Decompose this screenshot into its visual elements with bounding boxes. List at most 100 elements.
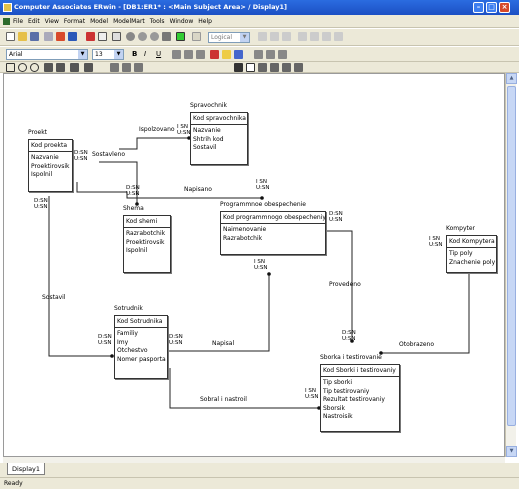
scroll-thumb[interactable] [507,86,516,426]
rounded-rect-tool-icon[interactable] [18,63,27,72]
bring-front-icon[interactable] [122,63,131,72]
relationship-label[interactable]: Otobrazeno [399,341,435,348]
cardinality-i: I SN [177,124,188,130]
line-tool-icon[interactable] [56,63,65,72]
non-identifying-rel-icon[interactable] [294,63,303,72]
font-name-dropdown[interactable]: Arial ▼ [6,49,88,60]
entity-box[interactable]: Kod shemi Razrabotchik Proektirovsik Isp… [123,215,171,273]
grid-icon[interactable] [254,50,263,59]
attribute: Familiy [117,330,138,337]
horizontal-scrollbar[interactable] [3,457,505,463]
print-icon[interactable] [44,32,53,41]
menu-tools[interactable]: Tools [149,18,165,25]
font-tool-icon[interactable] [110,63,119,72]
relationship-label[interactable]: Sostavil [42,294,66,301]
text-tool-icon[interactable] [70,63,79,72]
close-button[interactable]: × [499,2,510,13]
modelmart-icon[interactable] [322,32,331,41]
entity-spravochnik[interactable]: Spravochnik Kod spravochnika Nazvanie Sh… [190,102,248,165]
entity-sborka-i-testirovanie[interactable]: Sborka i testirovanie Kod Sborki i testi… [320,354,400,432]
sync-icon[interactable] [298,32,307,41]
align-center-icon[interactable] [184,50,193,59]
ellipse-tool-icon[interactable] [30,63,39,72]
open-icon[interactable] [18,32,27,41]
entity-proekt[interactable]: Proekt Kod proekta Nazvanie Proektirovsi… [28,129,73,192]
mart-save-icon[interactable] [334,32,343,41]
layout-icon[interactable] [266,50,275,59]
entity-box[interactable]: Kod Sborki i testirovaniy Tip sborki Tip… [320,364,400,432]
italic-button[interactable]: I [144,50,147,58]
entity-tool-icon[interactable] [246,63,255,72]
align-right-icon[interactable] [196,50,205,59]
subject-area-icon[interactable] [68,32,77,41]
color-icon[interactable] [176,32,185,41]
align-left-icon[interactable] [172,50,181,59]
new-icon[interactable] [6,32,15,41]
zoom-in-icon[interactable] [138,32,147,41]
entity-sotrudnik[interactable]: Sotrudnik Kod Sotrudnika Familiy Imy Otc… [114,305,168,379]
zoom-fit-icon[interactable] [126,32,135,41]
entity-kompyter[interactable]: Kompyter Kod Kompytera Tip poly Znacheni… [446,225,497,273]
line-color-icon[interactable] [234,50,243,59]
maximize-button[interactable]: □ [486,2,497,13]
menu-model[interactable]: Model [90,18,109,25]
entity-box[interactable]: Kod programmnogo obespecheniy Naimenovan… [220,211,326,255]
fill-color-icon[interactable] [222,50,231,59]
entity-box[interactable]: Kod Sotrudnika Familiy Imy Otchestvo Nom… [114,315,168,379]
identifying-rel-icon[interactable] [270,63,279,72]
diagram-canvas[interactable]: Proekt Kod proekta Nazvanie Proektirovsi… [3,73,505,457]
entity-shema[interactable]: Shema Kod shemi Razrabotchik Proektirovs… [123,205,171,273]
font-color-icon[interactable] [210,50,219,59]
save-icon[interactable] [30,32,39,41]
scroll-up-icon[interactable]: ▲ [506,73,517,84]
entity-box[interactable]: Kod spravochnika Nazvanie Shtrih kod Sos… [190,112,248,165]
menu-view[interactable]: View [44,18,59,25]
model-icon[interactable] [56,32,65,41]
entity-box[interactable]: Kod Kompytera Tip poly Znachenie poly [446,235,497,273]
relationship-label[interactable]: Sobral i nastroil [200,396,247,403]
model-type-dropdown[interactable]: Logical ▼ [208,32,250,43]
polygon-tool-icon[interactable] [44,63,53,72]
tab-display1[interactable]: Display1 [7,463,45,475]
report-icon[interactable] [98,32,107,41]
rectangle-tool-icon[interactable] [6,63,15,72]
relationship-label[interactable]: Napisano [184,186,212,193]
pointer-tool-icon[interactable] [234,63,243,72]
relationship-label[interactable]: Sostavleno [92,151,126,158]
reverse-engineer-icon[interactable] [270,32,279,41]
underline-button[interactable]: U [156,50,162,58]
forward-engineer-icon[interactable] [258,32,267,41]
relationship-label[interactable]: Napisal [212,340,235,347]
delete-icon[interactable] [310,32,319,41]
relationship-label[interactable]: Ispolzovano [139,126,175,133]
menu-help[interactable]: Help [198,18,212,25]
entity-box[interactable]: Kod proekta Nazvanie Proektirovsik Ispol… [28,139,73,192]
relationship-label[interactable]: Provedeno [329,281,361,288]
menu-window[interactable]: Window [169,18,194,25]
display-icon[interactable] [112,32,121,41]
vertical-scrollbar[interactable]: ▲ ▼ [505,73,517,457]
entity-programmnoe-obespechenie[interactable]: Programmnoe obespechenie Kod programmnog… [220,201,326,255]
subtype-tool-icon[interactable] [258,63,267,72]
menu-edit[interactable]: Edit [28,18,40,25]
menu-file[interactable]: File [13,18,24,25]
menu-format[interactable]: Format [63,18,86,25]
arrow-tool-icon[interactable] [84,63,93,72]
settings-icon[interactable] [192,32,201,41]
minimize-button[interactable]: – [473,2,484,13]
scroll-down-icon[interactable]: ▼ [506,446,517,457]
complete-compare-icon[interactable] [282,32,291,41]
menu-modelmart[interactable]: ModelMart [113,18,145,25]
pin-icon[interactable] [86,32,95,41]
align-objects-icon[interactable] [278,50,287,59]
many-to-many-rel-icon[interactable] [282,63,291,72]
font-size-dropdown[interactable]: 13 ▼ [92,49,124,60]
send-back-icon[interactable] [134,63,143,72]
zoom-page-icon[interactable] [162,32,171,41]
bold-button[interactable]: B [132,50,138,58]
zoom-out-icon[interactable] [150,32,159,41]
attribute: Razrabotchik [223,234,263,242]
